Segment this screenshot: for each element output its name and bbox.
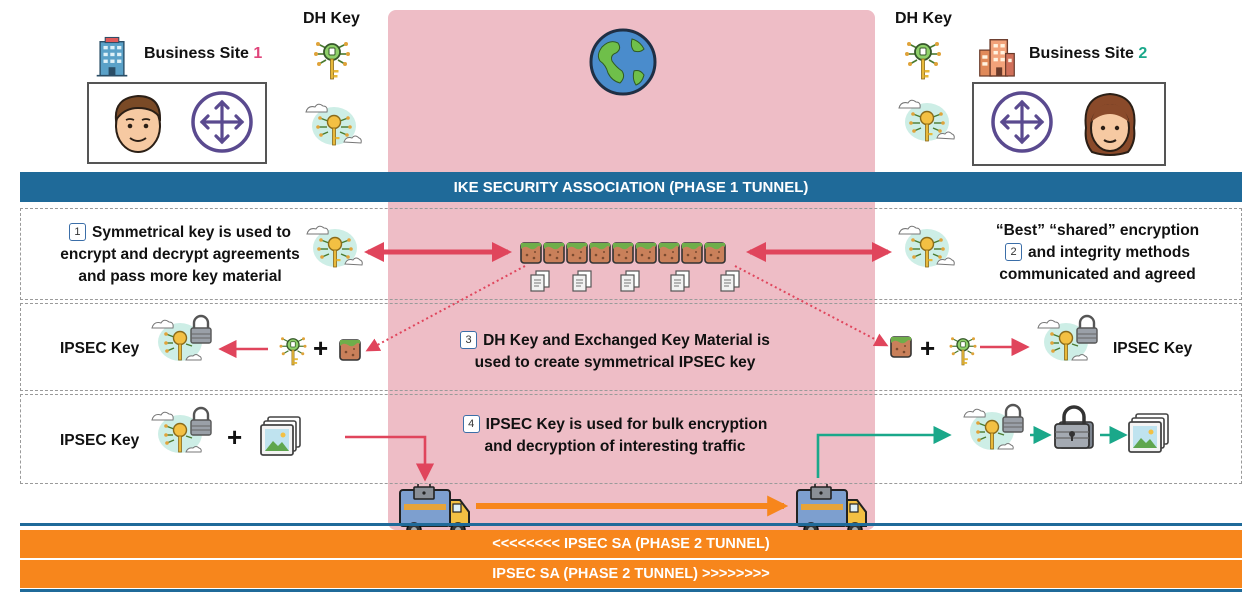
plus-sign: + (313, 333, 329, 363)
step-number: 4 (462, 415, 480, 433)
step-number: 3 (460, 331, 478, 349)
step-number: 2 (1005, 243, 1023, 261)
internet-zone (388, 10, 875, 530)
row-phase1-exchange (20, 208, 1242, 300)
ipsec-sa-tunnel-outbound: IPSEC SA (PHASE 2 TUNNEL) >>>>>>>> (20, 560, 1242, 588)
plus-sign: + (227, 422, 243, 452)
ipsec-key-label-left: IPSEC Key (60, 340, 140, 357)
site2-title: Business Site 2 (1029, 45, 1148, 62)
ipsec-sa-tunnel-inbound: <<<<<<<< IPSEC SA (PHASE 2 TUNNEL) (20, 530, 1242, 558)
row-key-derivation (20, 303, 1242, 391)
tunnel-border-top (20, 523, 1242, 526)
person-icon (1084, 92, 1136, 156)
dh-key-label-right: DH Key (895, 10, 952, 27)
tunnel-border-bottom (20, 589, 1242, 592)
ike-security-association-bar: IKE SECURITY ASSOCIATION (PHASE 1 TUNNEL… (20, 172, 1242, 202)
person-icon (114, 94, 162, 153)
dh-key-label-left: DH Key (303, 10, 360, 27)
row-bulk-encryption (20, 394, 1242, 484)
site1-title: Business Site 1 (144, 45, 263, 62)
ipsec-key-label-right: IPSEC Key (1113, 340, 1193, 357)
plus-sign: + (920, 333, 936, 363)
ipsec-key-label-bulk: IPSEC Key (60, 432, 140, 449)
step-number: 1 (68, 223, 86, 241)
globe-icon (589, 28, 657, 96)
